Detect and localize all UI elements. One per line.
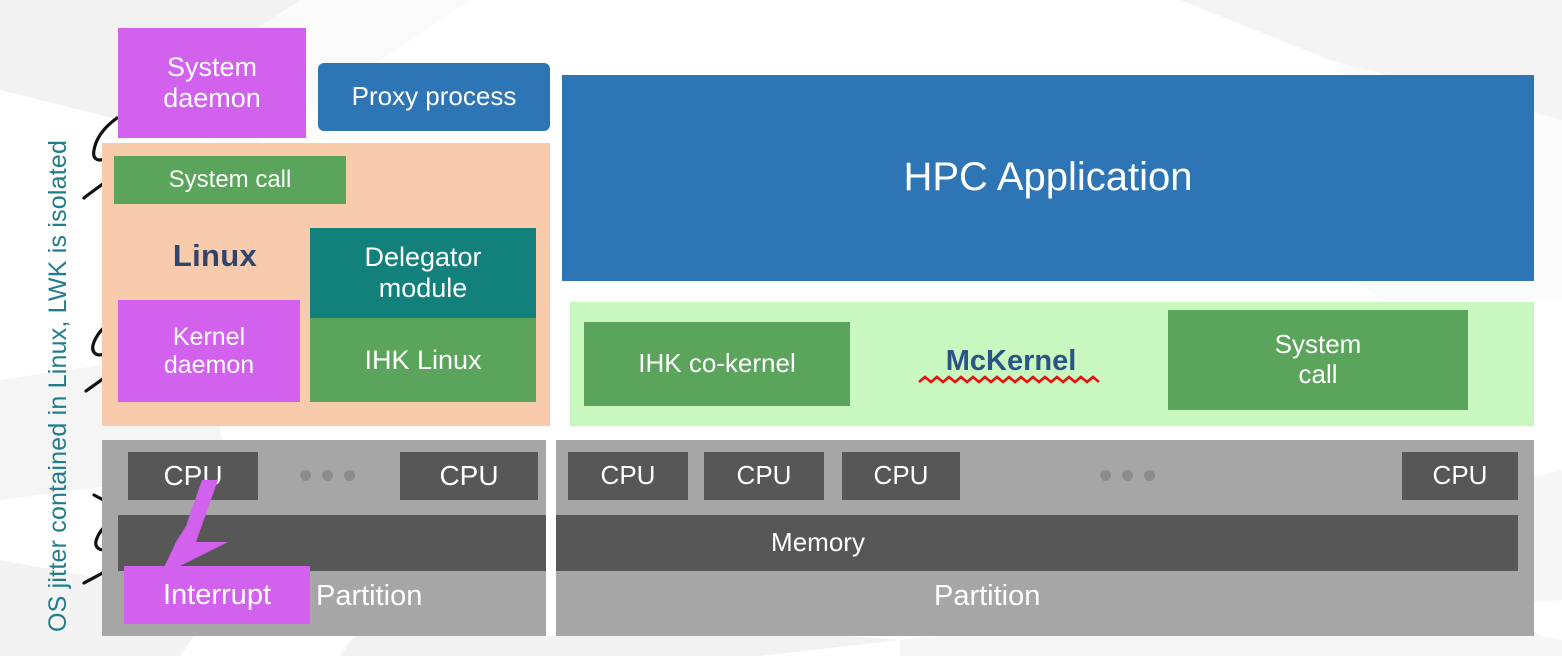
ihk-linux-box[interactable]: IHK Linux [310,318,536,402]
cpu-box[interactable]: CPU [400,452,538,500]
partition-divider [546,440,556,636]
right-partition-label: Partition [934,579,1041,612]
memory-bar: Memory [118,515,1518,571]
side-caption: OS jitter contained in Linux, LWK is iso… [44,139,72,632]
cpu-box[interactable]: CPU [1402,452,1518,500]
left-partition-label: Partition [316,579,423,612]
cpu-box[interactable]: CPU [128,452,258,500]
right-partition-ellipsis-icon [1100,470,1155,481]
interrupt-callout[interactable]: Interrupt [124,566,310,624]
cpu-box[interactable]: CPU [568,452,688,500]
spellcheck-squiggle-icon [918,374,1100,384]
linux-label: Linux [172,238,258,273]
left-partition-ellipsis-icon [300,470,355,481]
proxy-process-box[interactable]: Proxy process [318,63,550,131]
kernel-daemon-box[interactable]: Kernel daemon [118,300,300,402]
cpu-box[interactable]: CPU [842,452,960,500]
linux-system-call-box[interactable]: System call [114,156,346,204]
ihk-co-kernel-box[interactable]: IHK co-kernel [584,322,850,406]
cpu-box[interactable]: CPU [704,452,824,500]
hpc-application-box[interactable]: HPC Application [562,75,1534,281]
mckernel-system-call-box[interactable]: System call [1168,310,1468,410]
mckernel-label: McKernel [906,336,1116,392]
delegator-module-box[interactable]: Delegator module [310,228,536,318]
system-daemon-box[interactable]: System daemon [118,28,306,138]
mckernel-label-text: McKernel [945,344,1077,377]
